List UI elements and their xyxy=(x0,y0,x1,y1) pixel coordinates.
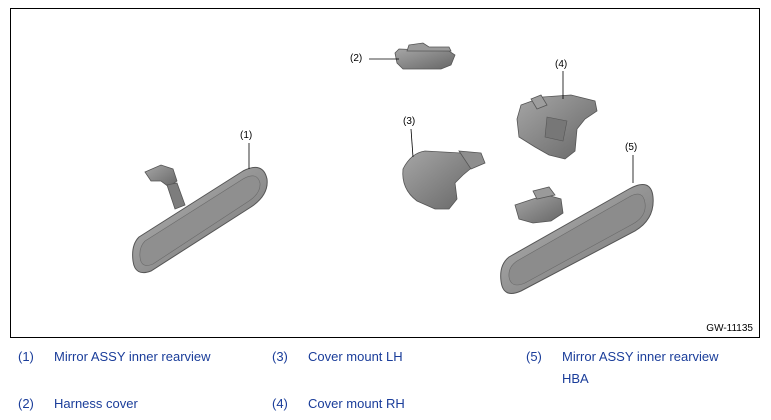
parts-illustration xyxy=(132,42,654,294)
legend-number: (1) xyxy=(18,349,34,364)
figure-id-label: GW-11135 xyxy=(706,323,753,334)
callout-leaders xyxy=(248,58,634,183)
cover-mount-rh-part xyxy=(516,94,598,160)
legend-label: Mirror ASSY inner rearview xyxy=(562,349,719,364)
callout-5: (5) xyxy=(625,142,638,153)
callout-2: (2) xyxy=(350,53,363,64)
legend-number: (3) xyxy=(272,349,288,364)
mirror-assy-1-part xyxy=(132,164,268,274)
parts-diagram: (1) (2) (3) (4) (5) GW-11135 xyxy=(10,8,760,338)
cover-mount-lh-part xyxy=(402,150,486,210)
callout-4: (4) xyxy=(555,59,568,70)
callout-1: (1) xyxy=(240,130,253,141)
legend-label: Cover mount RH xyxy=(308,396,405,411)
harness-cover-part xyxy=(394,42,456,70)
legend-number: (5) xyxy=(526,349,542,364)
legend-number: (2) xyxy=(18,396,34,411)
legend-label: Cover mount LH xyxy=(308,349,403,364)
mirror-assy-5-hba-part xyxy=(500,184,654,294)
legend-label: Mirror ASSY inner rearview xyxy=(54,349,211,364)
legend-label-line2: HBA xyxy=(562,371,589,386)
legend-number: (4) xyxy=(272,396,288,411)
callout-3: (3) xyxy=(403,116,416,127)
legend-label: Harness cover xyxy=(54,396,138,411)
